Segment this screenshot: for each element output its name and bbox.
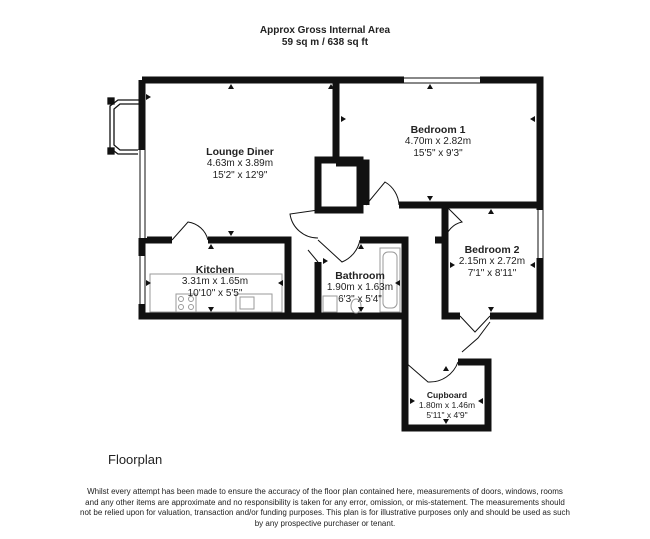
disclaimer-text: Whilst every attempt has been made to en… [80,487,570,528]
room-imperial: 15'2" x 12'9" [212,170,268,181]
hob-ring-1 [178,296,184,302]
room-label-bedroom-1: Bedroom 1 4.70m x 2.82m 15'5" x 9'3" [386,124,490,160]
room-imperial: 10'10" x 5'5" [187,288,243,299]
basin [322,295,338,313]
fixtures [149,247,401,314]
room-metric: 3.31m x 1.65m [181,276,249,287]
area-title: Approx Gross Internal Area [259,25,391,36]
room-label-cupboard: Cupboard 1.80m x 1.46m 5'11" x 4'9" [410,390,484,420]
kitchen-sink [235,293,273,313]
room-name: Bedroom 1 [410,124,466,136]
room-name: Bedroom 2 [464,244,520,256]
room-imperial: 15'5" x 9'3" [413,148,463,159]
room-metric: 4.70m x 2.82m [404,136,472,147]
area-value: 59 sq m / 638 sq ft [281,37,369,48]
hob-ring-3 [178,304,184,310]
toilet [350,298,362,314]
wall-lounge-cupboard [314,156,364,214]
sink-bowl [239,296,255,310]
room-label-bedroom-2: Bedroom 2 2.15m x 2.72m 7'1" x 8'11" [447,244,537,280]
hob [175,293,197,313]
hob-ring-4 [188,304,194,310]
room-label-lounge-diner: Lounge Diner 4.63m x 3.89m 15'2" x 12'9" [190,146,290,182]
room-imperial: 6'3" x 5'4" [338,294,382,305]
room-imperial: 5'11" x 4'9" [426,410,468,420]
room-label-kitchen: Kitchen 3.31m x 1.65m 10'10" x 5'5" [165,264,265,300]
area-header: Approx Gross Internal Area 59 sq m / 638… [0,25,650,49]
walls [138,76,544,432]
floorplan-caption: Floorplan [108,452,163,467]
room-imperial: 7'1" x 8'11" [467,268,517,279]
room-metric: 2.15m x 2.72m [458,256,526,267]
room-metric: 1.80m x 1.46m [418,400,476,410]
wall-bathroom [320,236,409,320]
room-name: Cupboard [426,390,468,400]
room-name: Lounge Diner [206,146,274,158]
room-label-bathroom: Bathroom 1.90m x 1.63m 6'3" x 5'4" [322,270,398,306]
dimension-arrows [146,84,535,424]
wall-kitchen-north [208,236,292,316]
bay-window [107,97,142,155]
kitchen-counter [149,273,283,313]
room-metric: 1.90m x 1.63m [326,282,394,293]
door-swings [171,181,491,383]
room-metric: 4.63m x 3.89m [206,158,274,169]
wall-cupboard [401,358,492,432]
room-name: Kitchen [195,264,235,276]
windows [138,76,545,304]
bath-inner [382,251,398,309]
room-name: Bathroom [335,270,385,282]
hob-ring-2 [188,296,194,302]
